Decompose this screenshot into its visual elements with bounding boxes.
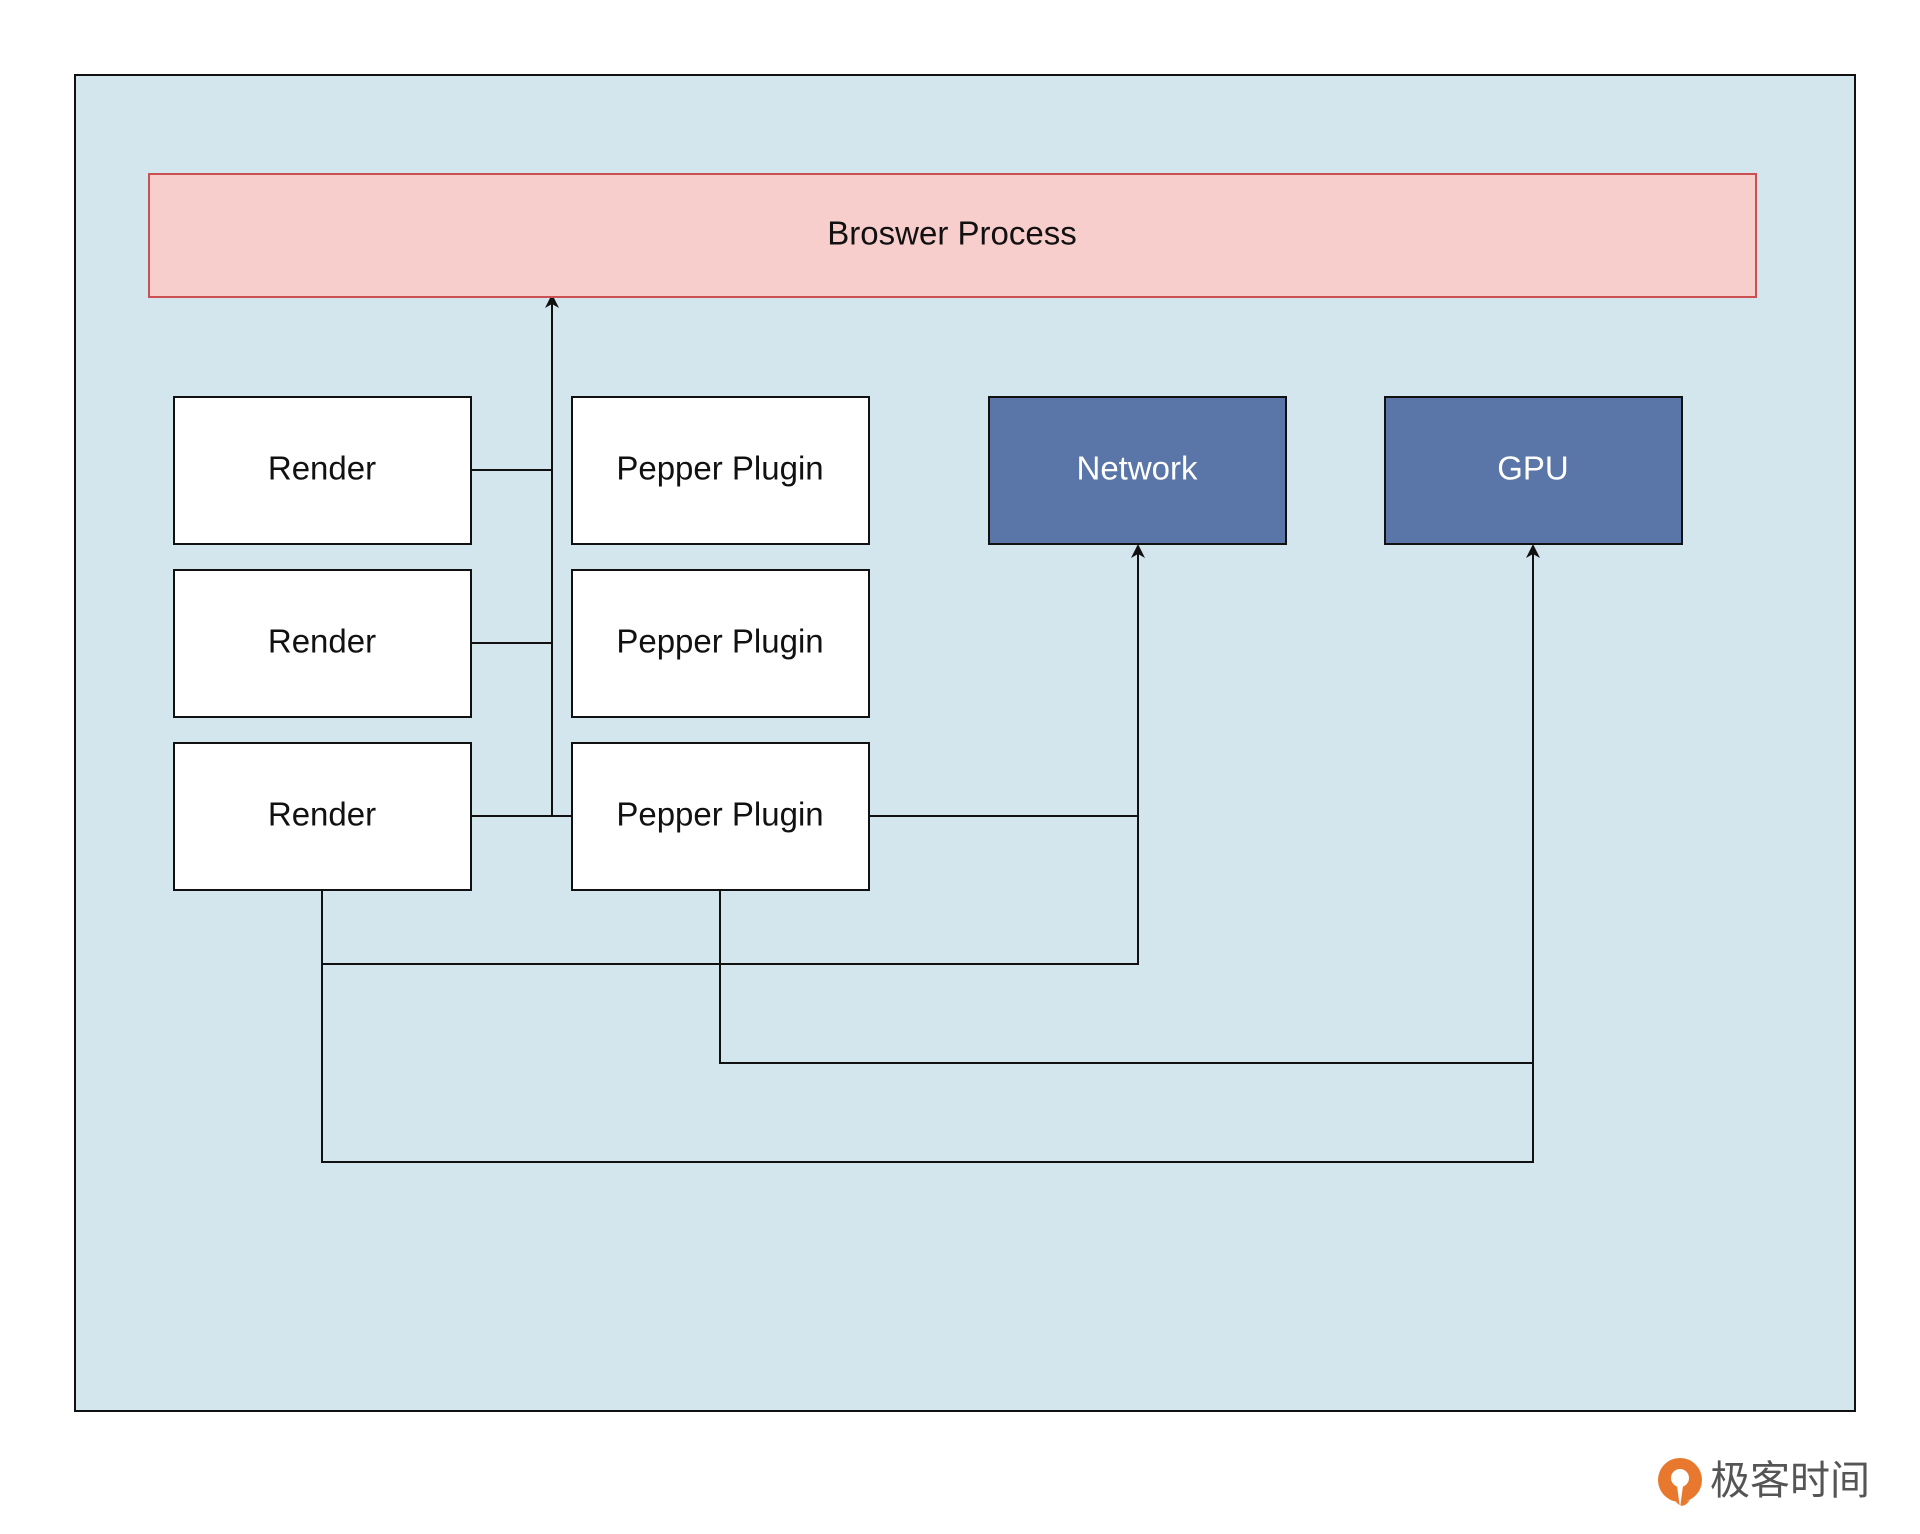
plugin-node-3: Pepper Plugin xyxy=(571,742,870,891)
browser-process-node: Broswer Process xyxy=(148,173,1757,298)
render-node-2: Render xyxy=(173,569,472,718)
network-label: Network xyxy=(1076,450,1198,487)
render-1-label: Render xyxy=(268,450,376,487)
plugin-3-label: Pepper Plugin xyxy=(616,796,823,833)
connector-lines xyxy=(321,294,1540,1163)
plugin-1-label: Pepper Plugin xyxy=(616,450,823,487)
browser-process-label: Broswer Process xyxy=(827,215,1076,252)
edge-plugin-3-to-gpu xyxy=(719,889,1533,1064)
render-3-label: Render xyxy=(268,796,376,833)
geektime-logo-icon xyxy=(1658,1458,1702,1508)
plugin-node-1: Pepper Plugin xyxy=(571,396,870,545)
network-node: Network xyxy=(988,396,1287,545)
edge-render-3-to-network xyxy=(321,544,1145,965)
render-2-label: Render xyxy=(268,623,376,660)
render-node-1: Render xyxy=(173,396,472,545)
edge-render-3-to-gpu xyxy=(321,544,1540,1163)
geektime-watermark: 极客时间 xyxy=(1650,1450,1910,1520)
plugin-2-label: Pepper Plugin xyxy=(616,623,823,660)
watermark-text: 极客时间 xyxy=(1710,1458,1870,1504)
render-node-3: Render xyxy=(173,742,472,891)
gpu-node: GPU xyxy=(1384,396,1683,545)
gpu-label: GPU xyxy=(1497,450,1569,487)
plugin-node-2: Pepper Plugin xyxy=(571,569,870,718)
